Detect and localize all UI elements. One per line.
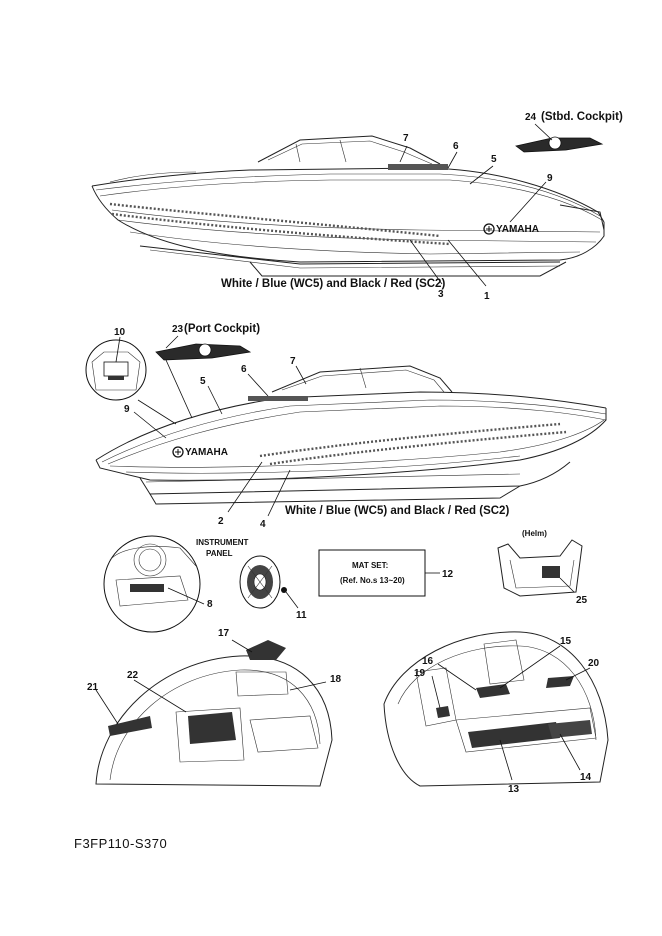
mat-14 — [548, 720, 592, 738]
callout-25: 25 — [576, 595, 588, 606]
mat-17 — [246, 640, 286, 660]
callout-16: 16 — [422, 656, 434, 667]
callout-21: 21 — [87, 682, 99, 693]
callout-13: 13 — [508, 784, 520, 795]
mat-set-box: MAT SET: (Ref. No.s 13~20) 12 — [318, 549, 454, 597]
diagram-code: F3FP110-S370 — [74, 836, 168, 851]
callout-9: 9 — [547, 173, 553, 184]
port-boat-view: YAMAHA 10 23 (Port Cockpit) 5 6 7 9 2 4 … — [85, 323, 607, 530]
callout-20: 20 — [588, 658, 600, 669]
callout-6: 6 — [453, 141, 459, 152]
callout-23: 23 — [172, 324, 184, 335]
starboard-boat-view: YAMAHA 7 6 5 9 3 1 24 (Stbd. Cockpit) Wh… — [91, 111, 623, 302]
mat-13 — [468, 722, 560, 748]
callout-6: 6 — [241, 364, 247, 375]
callout-10: 10 — [114, 327, 126, 338]
callout-22: 22 — [127, 670, 139, 681]
starboard-caption: White / Blue (WC5) and Black / Red (SC2) — [221, 278, 445, 290]
callout-14: 14 — [580, 772, 592, 783]
port-caption: White / Blue (WC5) and Black / Red (SC2) — [285, 505, 509, 517]
callout-8: 8 — [207, 599, 213, 610]
callout-7: 7 — [290, 356, 296, 367]
bow-badge-inset — [85, 339, 147, 401]
callout-18: 18 — [330, 674, 342, 685]
mat-set-refs: (Ref. No.s 13~20) — [340, 576, 405, 585]
mat-21-left — [108, 716, 152, 736]
stern-cockpit-view: 15 16 19 20 13 14 — [383, 631, 609, 795]
yamaha-emblem-icon — [172, 446, 184, 458]
callout-24: 24 — [525, 112, 537, 123]
callout-24-label: (Stbd. Cockpit) — [541, 111, 623, 123]
helm-view: (Helm) 25 — [497, 529, 588, 606]
callout-19: 19 — [414, 668, 426, 679]
brand-decal-text: YAMAHA — [496, 224, 539, 235]
brand-decal-text: YAMAHA — [185, 447, 228, 458]
callout-17: 17 — [218, 628, 230, 639]
callout-23-label: (Port Cockpit) — [184, 323, 260, 335]
mat-20 — [546, 676, 574, 688]
mat-19 — [436, 706, 450, 718]
callout-5: 5 — [491, 154, 497, 165]
callout-11: 11 — [296, 610, 307, 621]
instrument-panel-label: INSTRUMENT — [196, 538, 249, 547]
callout-1: 1 — [484, 291, 490, 302]
callout-9: 9 — [124, 404, 130, 415]
instrument-panel-view: INSTRUMENT PANEL 8 — [103, 535, 249, 633]
callout-7: 7 — [403, 133, 409, 144]
steering-hub-view: 11 — [239, 555, 307, 621]
mat-21-right — [188, 712, 236, 744]
helm-label: (Helm) — [522, 529, 547, 538]
callout-5: 5 — [200, 376, 206, 387]
mat-15 — [476, 684, 510, 698]
instrument-panel-label-2: PANEL — [206, 549, 233, 558]
callout-12: 12 — [442, 569, 454, 580]
bow-lounge-view: 17 18 21 22 — [87, 628, 342, 787]
callout-2: 2 — [218, 516, 224, 527]
yamaha-emblem-icon — [483, 223, 495, 235]
callout-3: 3 — [438, 289, 444, 300]
callout-15: 15 — [560, 636, 572, 647]
mat-set-title: MAT SET: — [352, 561, 388, 570]
callout-4: 4 — [260, 519, 266, 530]
